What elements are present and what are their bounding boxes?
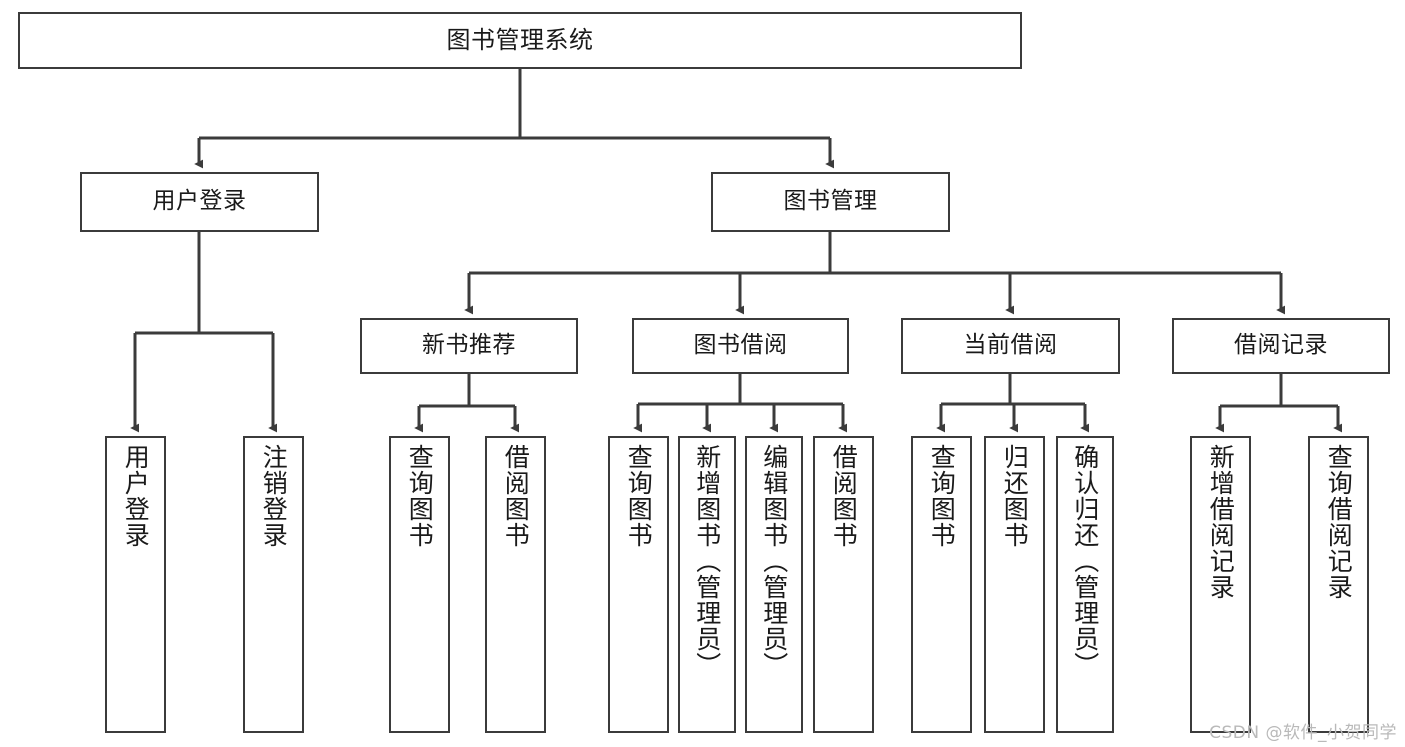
node-book-borrow[interactable]: 图书借阅	[632, 318, 849, 374]
node-user-login-label: 用户登录	[152, 188, 247, 215]
node-leaf-return-book[interactable]: 归还图书	[984, 436, 1045, 733]
node-user-login[interactable]: 用户登录	[80, 172, 319, 232]
node-leaf-logout-label: 注销登录	[259, 444, 289, 548]
node-leaf-add-book[interactable]: 新增图书（管理员）	[678, 436, 736, 733]
node-leaf-query-book-1[interactable]: 查询图书	[389, 436, 450, 733]
node-book-manage-label: 图书管理	[783, 188, 878, 215]
node-leaf-query-book-3-label: 查询图书	[927, 444, 957, 548]
node-borrow-record[interactable]: 借阅记录	[1172, 318, 1390, 374]
node-book-manage[interactable]: 图书管理	[711, 172, 950, 232]
node-current-borrow-label: 当前借阅	[963, 332, 1058, 359]
node-leaf-edit-book-label: 编辑图书（管理员）	[759, 444, 789, 678]
node-leaf-return-book-label: 归还图书	[1000, 444, 1030, 548]
node-leaf-add-book-label: 新增图书（管理员）	[692, 444, 722, 678]
node-new-book-recommend[interactable]: 新书推荐	[360, 318, 578, 374]
node-leaf-borrow-book-2-label: 借阅图书	[829, 444, 859, 548]
node-leaf-query-record[interactable]: 查询借阅记录	[1308, 436, 1369, 733]
node-leaf-query-record-label: 查询借阅记录	[1324, 444, 1354, 600]
node-leaf-add-record[interactable]: 新增借阅记录	[1190, 436, 1251, 733]
node-leaf-query-book-3[interactable]: 查询图书	[911, 436, 972, 733]
node-current-borrow[interactable]: 当前借阅	[901, 318, 1120, 374]
node-leaf-borrow-book-1-label: 借阅图书	[501, 444, 531, 548]
node-leaf-borrow-book-1[interactable]: 借阅图书	[485, 436, 546, 733]
node-root[interactable]: 图书管理系统	[18, 12, 1022, 69]
node-book-borrow-label: 图书借阅	[693, 332, 788, 359]
node-leaf-query-book-1-label: 查询图书	[405, 444, 435, 548]
node-leaf-confirm-return[interactable]: 确认归还（管理员）	[1056, 436, 1114, 733]
node-new-book-recommend-label: 新书推荐	[422, 332, 516, 359]
node-leaf-query-book-2[interactable]: 查询图书	[608, 436, 669, 733]
node-leaf-user-login[interactable]: 用户登录	[105, 436, 166, 733]
node-leaf-logout[interactable]: 注销登录	[243, 436, 304, 733]
node-leaf-edit-book[interactable]: 编辑图书（管理员）	[745, 436, 803, 733]
node-leaf-query-book-2-label: 查询图书	[624, 444, 654, 548]
node-leaf-add-record-label: 新增借阅记录	[1206, 444, 1236, 600]
node-leaf-user-login-label: 用户登录	[121, 444, 151, 548]
node-borrow-record-label: 借阅记录	[1234, 332, 1328, 359]
node-root-label: 图书管理系统	[446, 26, 594, 55]
node-leaf-borrow-book-2[interactable]: 借阅图书	[813, 436, 874, 733]
node-leaf-confirm-return-label: 确认归还（管理员）	[1070, 444, 1100, 678]
